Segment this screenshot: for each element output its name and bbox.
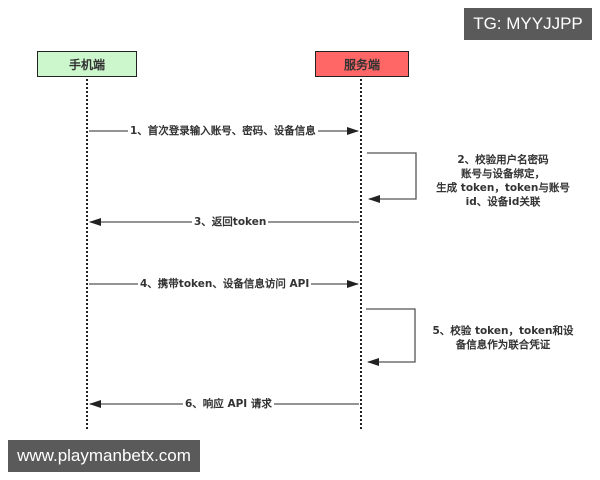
message-2-note: 2、校验用户名密码 账号与设备绑定， 生成 token，token与账号 id、… [428, 153, 578, 209]
message-2-line-2: 账号与设备绑定， [461, 168, 545, 180]
actor-server: 服务端 [315, 51, 409, 77]
message-2-line-4: id、设备id关联 [465, 196, 541, 208]
message-2-line-3: 生成 token，token与账号 [436, 182, 570, 194]
message-3-label: 3、返回token [192, 216, 269, 228]
message-5-line-2: 备信息作为联合凭证 [455, 339, 551, 351]
message-2-line-1: 2、校验用户名密码 [457, 154, 549, 166]
actor-mobile: 手机端 [37, 51, 137, 77]
lifeline-server [360, 79, 362, 429]
message-1-label: 1、首次登录输入账号、密码、设备信息 [128, 125, 318, 137]
message-4-label: 4、携带token、设备信息访问 API [138, 278, 312, 290]
message-5-line-1: 5、校验 token，token和设 [432, 325, 574, 337]
tg-badge: TG: MYYJJPP [464, 8, 592, 40]
message-5-note: 5、校验 token，token和设 备信息作为联合凭证 [428, 324, 578, 352]
message-6-label: 6、响应 API 请求 [183, 398, 274, 410]
lifeline-mobile [86, 79, 88, 429]
url-badge[interactable]: www.playmanbetx.com [8, 440, 200, 472]
actor-mobile-label: 手机端 [68, 57, 105, 72]
actor-server-label: 服务端 [343, 57, 380, 72]
